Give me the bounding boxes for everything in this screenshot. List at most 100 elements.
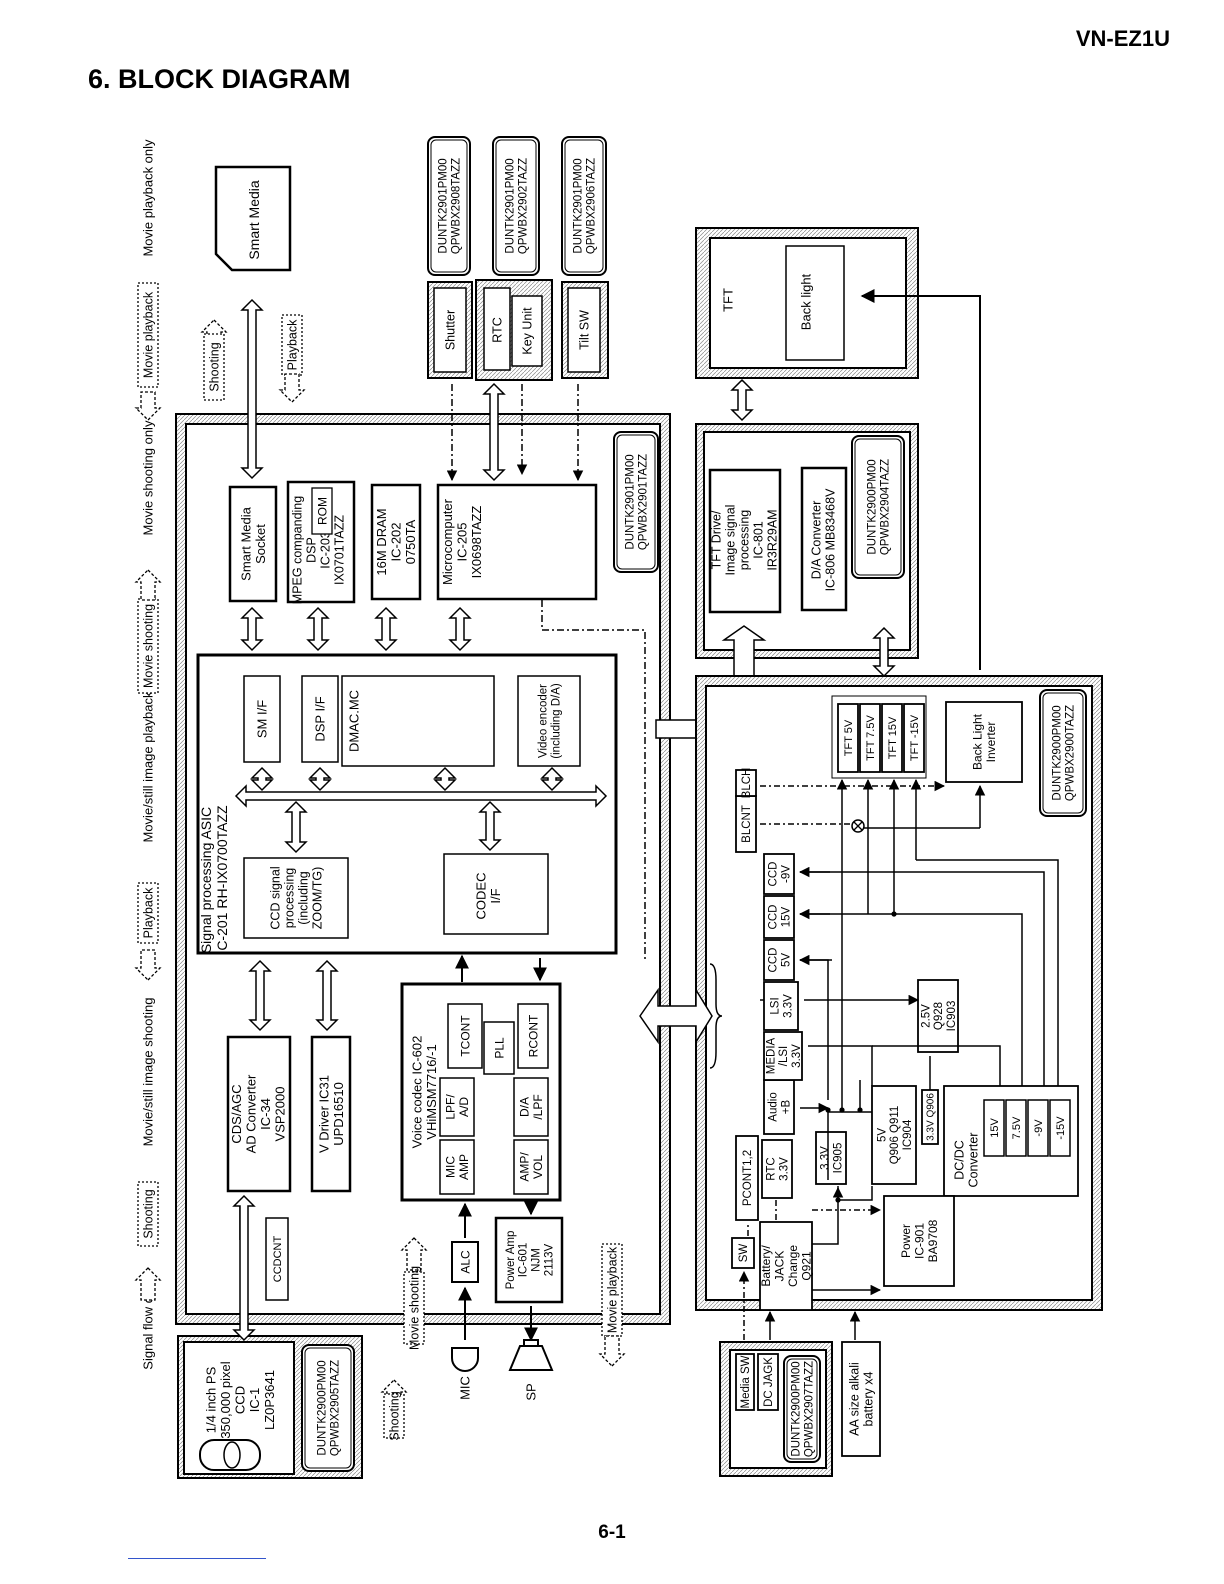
tcont-text-line: TCONT: [458, 1015, 472, 1057]
video-enc-text-line: Video encoder: [538, 684, 550, 758]
micro-text-line: IC-205: [455, 522, 470, 561]
sp-label-line: SP: [524, 1383, 539, 1400]
alc-text-line: ALC: [458, 1250, 472, 1274]
shutter-part-text-line: DUNTK2901PM00: [438, 158, 450, 253]
main-board-part: [613, 431, 659, 573]
smart-socket-text-line: Socket: [253, 524, 268, 564]
legend-movie-playback-arrow: [134, 391, 162, 421]
rtc33-box: [761, 1139, 793, 1199]
flow-movie-shooting: Movie shooting: [408, 1266, 422, 1350]
flow-shooting-top-box: [203, 333, 225, 401]
main-board-part-text-line: QPWBX2901TAZZ: [638, 454, 650, 550]
smart-media-text: Smart Media: [246, 180, 262, 260]
tft-board-part-text-line: DUNTK2900PM00: [867, 459, 879, 554]
bl-inverter-box-text-line: Back Light: [971, 713, 985, 770]
micro-control-line: [541, 600, 646, 960]
model-number: VN-EZ1U: [1075, 26, 1170, 51]
mpeg-text-line: DSP: [305, 537, 319, 563]
da-conv-text-line: IC-806 MB83468V: [824, 488, 838, 592]
tft-text-line: TFT: [721, 288, 736, 312]
micro-text-line: IX0698TAZZ: [469, 506, 484, 579]
shutter-text-line: Shutter: [444, 310, 458, 350]
voice-title-line: VHiMSM7716/-1: [424, 1044, 439, 1139]
lpf-ad-text: LPF/A/D: [444, 1094, 471, 1120]
voice-title-line: Voice codec IC-602: [409, 1036, 424, 1149]
battery-jack-box-text-line: Change: [786, 1245, 800, 1287]
dcdc-out-text-3: -15V: [1055, 1116, 1067, 1140]
ccd-sensor-text-line: CCD: [233, 1386, 248, 1414]
dmac-text-line: DMAC.MC: [347, 690, 362, 752]
asic-title-line: IC-201 RH-IX0700TAZZ: [214, 805, 230, 955]
legend-shooting-label-box: [137, 1181, 159, 1247]
ccd15-box: [763, 895, 795, 939]
tft-drive-text-line: Image signal: [724, 505, 738, 576]
bus-dmac-arrow: [433, 766, 457, 792]
flow-movie-playback-line: Movie playback: [606, 1246, 620, 1333]
shutter-part-inner: [430, 139, 468, 273]
vdriver-text-line: UPD16510: [331, 1082, 346, 1146]
main-board-part-text-line: DUNTK2901PM00: [625, 454, 637, 549]
dc-jack-box: [757, 1353, 779, 1411]
ccdcnt-label: CCDCNT: [272, 1236, 284, 1283]
media-box-text-line: 3.3V: [791, 1044, 803, 1068]
ccdcnt-box: [265, 1217, 289, 1301]
ccd-board-part: [301, 1344, 355, 1472]
main-board-part-inner: [616, 434, 656, 570]
keyunit-part-inner: [495, 139, 537, 273]
mpeg-asic-arrow: [306, 606, 330, 652]
vdriver-box: [310, 1035, 352, 1193]
shutter-part-text-line: QPWBX2908TAZZ: [451, 158, 463, 254]
aa-battery-text-line: AA size alkali: [848, 1362, 862, 1436]
blch-box-text-line: BLCH: [741, 768, 753, 799]
tft-drive-text-line: IR3R29AM: [766, 509, 780, 570]
bus-brace: [709, 963, 723, 1069]
asic-vdriver-arrow: [315, 959, 339, 1032]
page-title: 6. BLOCK DIAGRAM: [88, 64, 351, 94]
key-unit-text: Key Unit: [521, 307, 535, 355]
ccd-signal-text-line: ZOOM/TG): [311, 867, 325, 930]
dram-asic-arrow: [374, 606, 398, 652]
keyunit-part-text-line: DUNTK2901PM00: [505, 158, 517, 253]
mpeg-text-line: MPEG companding: [291, 496, 305, 604]
smart-media-text-line: Smart Media: [246, 180, 262, 260]
smart-media-card: [214, 165, 292, 272]
rtc-key-box: [483, 287, 511, 371]
audio-box-text: Audio+B: [768, 1092, 793, 1121]
flow-movie-shooting-line: Movie shooting: [408, 1266, 422, 1350]
sm-if-text: SM I/F: [255, 700, 270, 738]
q928-box-text-line: 2.5V: [920, 1004, 932, 1028]
q906b-box-text-line: 3.3V Q906: [926, 1093, 937, 1141]
asic-internal-bus: [234, 784, 608, 808]
cds-agc-text-line: IC-34: [258, 1098, 273, 1130]
legend-playback-desc-line: Movie/still image playback: [141, 691, 156, 843]
lens-ring-icon: [223, 1441, 241, 1469]
bl-inverter-box-text-line: Inverter: [984, 722, 998, 763]
rtc-key-text-line: RTC: [491, 317, 505, 342]
video-enc-text: Video encoder(including D/A): [538, 683, 563, 759]
legend-movie-shooting-desc-line: Movie shooting only: [141, 420, 156, 535]
backlight-text-line: Back light: [799, 273, 814, 330]
dcdc-out-text-1: 7.5V: [1011, 1116, 1023, 1139]
ccd5-box-text-line: CCD: [768, 948, 780, 973]
aa-battery-box: [841, 1341, 881, 1457]
blch-box: [735, 769, 757, 797]
audio-box: [763, 1079, 795, 1135]
da-conv-text-line: D/A Converter: [810, 501, 824, 580]
pcont-box-text-line: PCONT1,2: [742, 1150, 754, 1206]
power-board-part-text-line: QPWBX2900TAZZ: [1065, 705, 1077, 801]
tcont-text: TCONT: [458, 1015, 472, 1057]
rcont-box: [517, 1003, 549, 1069]
mic-label-line: MIC: [458, 1376, 473, 1400]
power-board-part-inner: [1042, 692, 1084, 814]
